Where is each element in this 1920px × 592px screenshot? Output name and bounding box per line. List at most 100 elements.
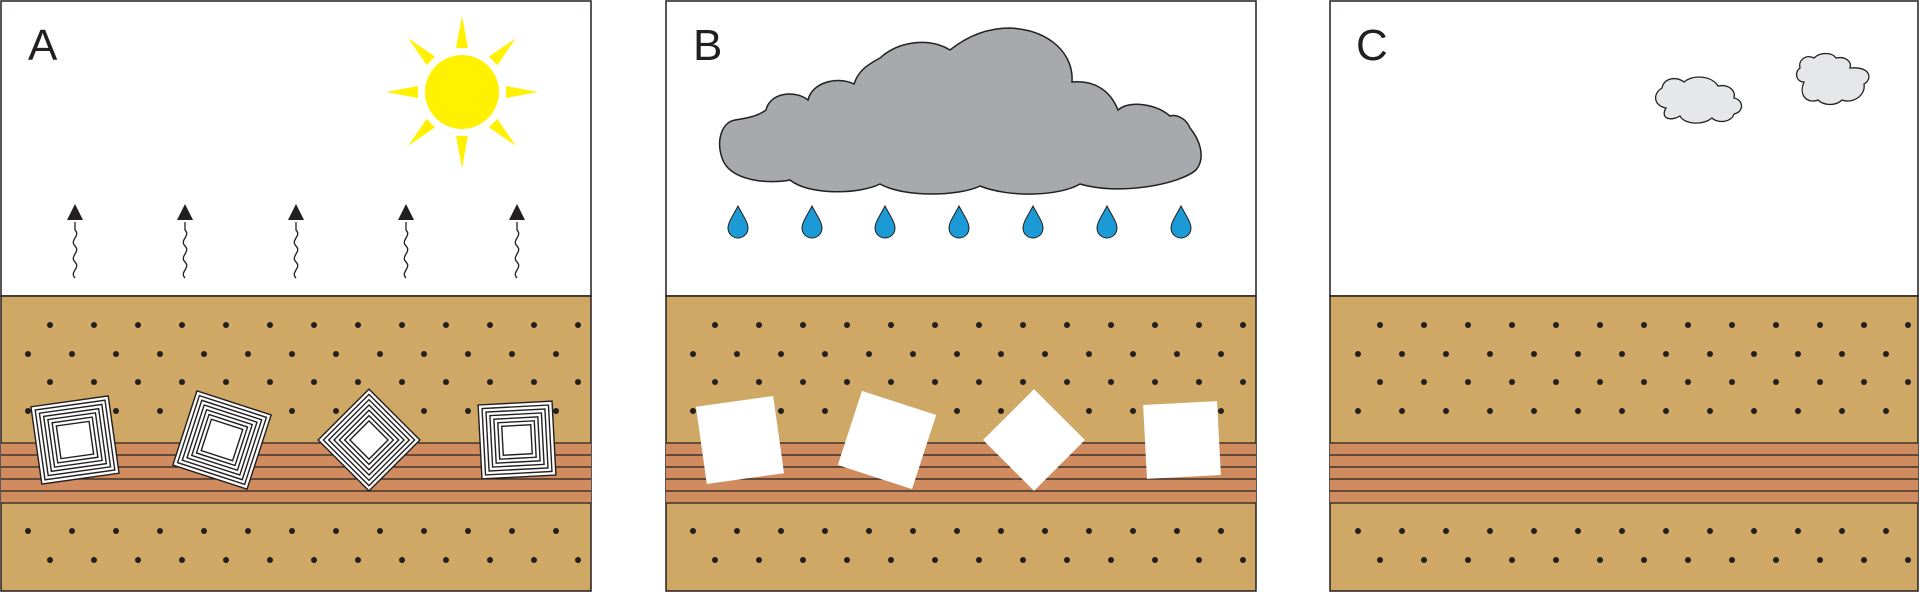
zoned-crystal [171, 389, 273, 491]
panel-a-evaporation-arrows [67, 204, 525, 279]
sediment-grain [712, 557, 718, 563]
sediment-grain [888, 379, 894, 385]
sediment-grain [289, 528, 295, 534]
sediment-grain [1707, 351, 1713, 357]
sediment-grain [1196, 557, 1202, 563]
sediment-grain [1421, 322, 1427, 328]
sun-icon [386, 16, 538, 168]
sediment-grain [1597, 557, 1603, 563]
sediment-grain [1443, 528, 1449, 534]
sediment-grain [91, 557, 97, 563]
sediment-grain [1861, 379, 1867, 385]
sediment-grain [998, 528, 1004, 534]
sediment-grain [267, 557, 273, 563]
sediment-grain [113, 528, 119, 534]
sediment-grain [1465, 322, 1471, 328]
evaporation-arrow-icon [288, 204, 304, 279]
sediment-grain [553, 528, 559, 534]
sediment-grain [443, 557, 449, 563]
sediment-grain [1685, 557, 1691, 563]
sediment-grain [1553, 557, 1559, 563]
sediment-grain [1108, 557, 1114, 563]
sediment-grain [575, 379, 581, 385]
sediment-grain [311, 322, 317, 328]
panel-b-raindrops [727, 204, 1192, 239]
sediment-grain [1196, 379, 1202, 385]
sediment-grain [289, 408, 295, 414]
sediment-grain [1773, 557, 1779, 563]
sediment-grain [487, 379, 493, 385]
sediment-grain [1020, 322, 1026, 328]
sediment-grain [1064, 379, 1070, 385]
sediment-grain [1465, 379, 1471, 385]
sediment-grain [1729, 322, 1735, 328]
sediment-grain [976, 557, 982, 563]
raindrop-icon [948, 204, 970, 239]
sediment-grain [1042, 528, 1048, 534]
sediment-grain [575, 322, 581, 328]
sediment-grain [1130, 351, 1136, 357]
sediment-grain [690, 408, 696, 414]
evaporation-arrow-icon [398, 204, 414, 279]
sediment-grain [421, 351, 427, 357]
evaporation-arrow-icon [177, 204, 193, 279]
raindrop-icon [801, 204, 823, 239]
sediment-grain [465, 351, 471, 357]
sediment-grain [1597, 322, 1603, 328]
evaporation-arrow-icon [509, 204, 525, 279]
sediment-grain [1240, 557, 1246, 563]
sediment-grain [1399, 351, 1405, 357]
sediment-grain [910, 351, 916, 357]
sediment-grain [1020, 379, 1026, 385]
sediment-grain [998, 408, 1004, 414]
sediment-grain [1575, 408, 1581, 414]
sediment-grain [1355, 351, 1361, 357]
sediment-grain [465, 408, 471, 414]
panel-c-label: C [1356, 21, 1388, 70]
panel-a: A [0, 0, 592, 592]
sediment-grain [311, 557, 317, 563]
sediment-grain [1509, 322, 1515, 328]
sediment-grain [1553, 379, 1559, 385]
panel-c: C [1329, 0, 1919, 592]
sediment-grain [1020, 557, 1026, 563]
sediment-grain [223, 379, 229, 385]
panel-c-sediment-grains [1355, 322, 1911, 563]
sediment-grain [1553, 322, 1559, 328]
sediment-grain [888, 322, 894, 328]
sediment-grain [1839, 351, 1845, 357]
sediment-grain [135, 557, 141, 563]
sediment-grain [1421, 557, 1427, 563]
sediment-grain [113, 408, 119, 414]
sediment-grain [1509, 557, 1515, 563]
sediment-grain [1817, 557, 1823, 563]
sediment-grain [1174, 351, 1180, 357]
sediment-grain [531, 322, 537, 328]
sediment-grain [509, 351, 515, 357]
sediment-grain [1707, 408, 1713, 414]
sediment-grain [399, 379, 405, 385]
sediment-grain [1042, 351, 1048, 357]
sediment-grain [778, 528, 784, 534]
sediment-grain [1597, 379, 1603, 385]
sediment-grain [1064, 322, 1070, 328]
sediment-grain [1064, 557, 1070, 563]
sediment-grain [25, 528, 31, 534]
sediment-grain [866, 351, 872, 357]
panel-b-label: B [693, 21, 722, 70]
sediment-grain [1663, 408, 1669, 414]
sediment-grain [1751, 351, 1757, 357]
sediment-grain [1883, 351, 1889, 357]
sediment-grain [1399, 528, 1405, 534]
sediment-grain [1152, 379, 1158, 385]
sediment-grain [1751, 408, 1757, 414]
sediment-grain [1240, 322, 1246, 328]
sediment-grain [712, 379, 718, 385]
sediment-grain [1773, 379, 1779, 385]
sediment-grain [1531, 351, 1537, 357]
sediment-grain [377, 528, 383, 534]
panel-b-sediment-grains [690, 322, 1246, 563]
sediment-grain [355, 557, 361, 563]
sediment-grain [1685, 322, 1691, 328]
sediment-grain [1905, 557, 1911, 563]
